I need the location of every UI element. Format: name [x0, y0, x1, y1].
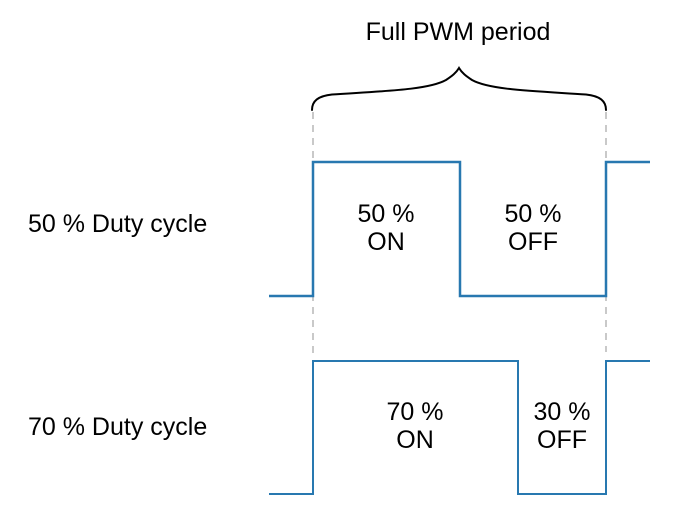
row-label-50-duty-cycle: 50 % Duty cycle: [28, 210, 208, 238]
full-period-brace: [311, 66, 607, 111]
duty-70-on-label: 70 % ON: [345, 398, 485, 454]
duty-70-off-value: 30 %: [533, 398, 591, 426]
duty-50-off-value: 50 %: [504, 200, 562, 228]
duty-70-on-state: ON: [396, 426, 434, 454]
duty-50-on-value: 50 %: [357, 200, 415, 228]
duty-70-waveform: [269, 360, 650, 495]
duty-50-off-state: OFF: [508, 228, 558, 256]
duty-50-waveform: [269, 160, 650, 298]
diagram-title: Full PWM period: [365, 18, 551, 46]
duty-70-off-state: OFF: [537, 426, 587, 454]
duty-70-on-value: 70 %: [386, 398, 444, 426]
duty-50-on-label: 50 % ON: [316, 200, 456, 256]
duty-50-off-label: 50 % OFF: [463, 200, 603, 256]
row-label-70-duty-cycle: 70 % Duty cycle: [28, 413, 208, 441]
duty-70-off-label: 30 % OFF: [492, 398, 632, 454]
duty-50-on-state: ON: [367, 228, 405, 256]
